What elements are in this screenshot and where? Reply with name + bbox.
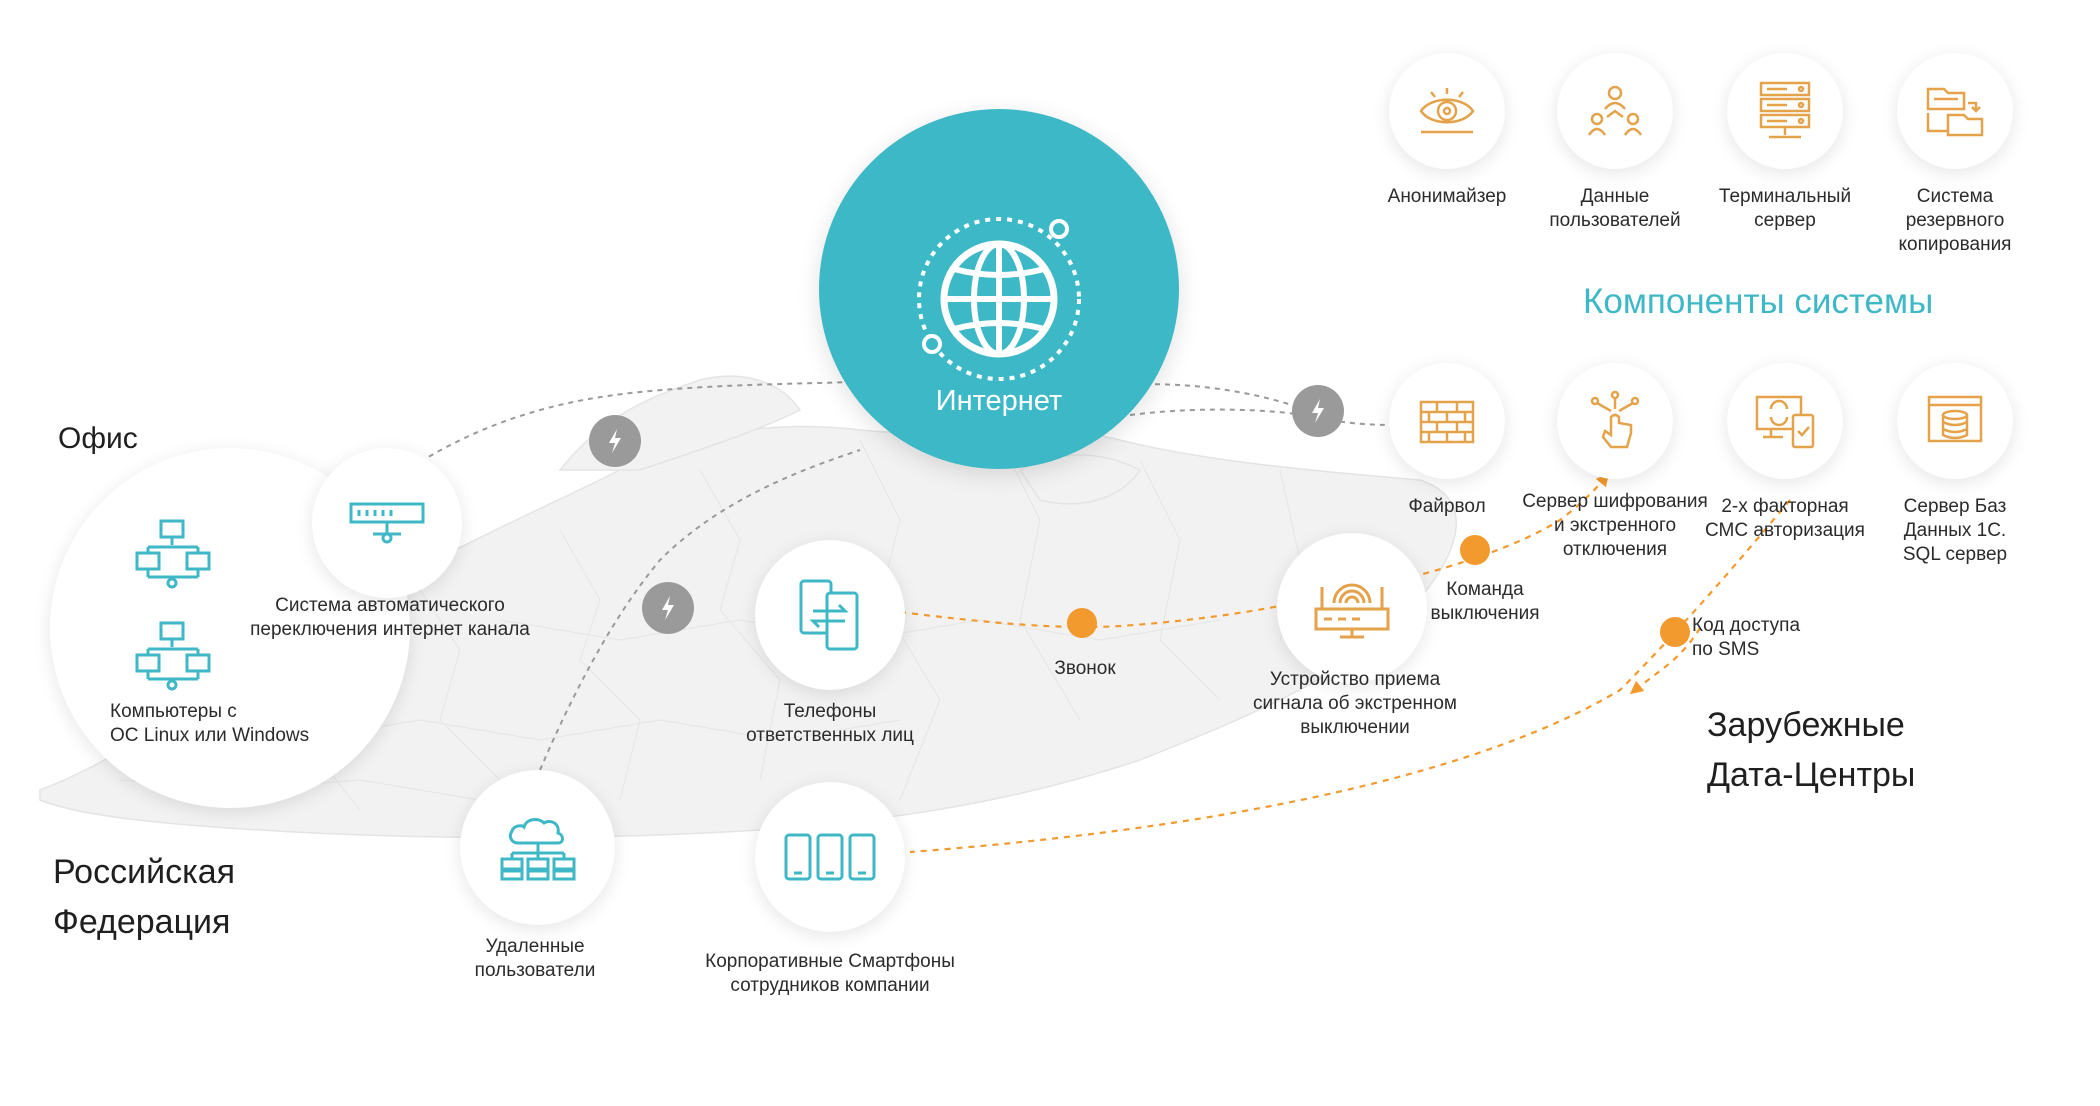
internet-label: Интернет	[935, 385, 1063, 417]
computers-label: Компьютеры с OC Linux или Windows	[110, 701, 310, 746]
russia-heading: Российская Федерация	[53, 853, 236, 941]
bolt-connector-left	[589, 415, 641, 467]
network-computers-icon	[135, 519, 211, 589]
backup-node[interactable]	[1897, 53, 2013, 169]
two-factor-icon	[1755, 395, 1815, 449]
abroad-heading: Зарубежные Дата-Центры	[1707, 706, 1916, 794]
receiver-label: Устройство приема сигнала об экстренном …	[1253, 669, 1457, 738]
encryption-server-node[interactable]	[1557, 363, 1673, 479]
router-icon	[349, 502, 425, 544]
component-label: Данные пользователей	[1549, 186, 1681, 231]
phone-sync-icon	[799, 579, 859, 651]
database-server-node[interactable]	[1897, 363, 2013, 479]
link-switcher-internet	[394, 381, 851, 479]
call-label: Звонок	[1054, 658, 1116, 679]
server-rack-icon	[1759, 81, 1811, 139]
internet-hub[interactable]: Интернет	[819, 109, 1179, 469]
smartphones-node[interactable]	[755, 782, 905, 932]
link-remote-internet	[539, 449, 861, 771]
lightning-icon	[662, 596, 674, 620]
flow-sms-smartphones	[909, 499, 1791, 854]
component-label: Файрвол	[1408, 496, 1486, 517]
component-label: Система резервного копирования	[1898, 186, 2012, 255]
two-factor-node[interactable]	[1727, 363, 1843, 479]
flow-phones-receiver	[899, 598, 1297, 629]
component-label: Сервер шифрования и экстренного отключен…	[1522, 491, 1708, 560]
component-label: 2-х факторная СМС авторизация	[1705, 496, 1865, 541]
phones-node[interactable]	[755, 540, 905, 690]
database-icon	[1927, 395, 1983, 443]
eye-icon	[1419, 88, 1475, 134]
lightning-icon	[1312, 399, 1324, 423]
shutdown-label: Команда выключения	[1430, 579, 1540, 624]
shutdown-dot	[1460, 535, 1490, 565]
components-title: Компоненты системы	[1583, 282, 1934, 321]
user-data-node[interactable]	[1557, 53, 1673, 169]
remote-users-node[interactable]	[460, 770, 615, 925]
cloud-network-icon	[500, 817, 575, 880]
anonymizer-node[interactable]	[1389, 53, 1505, 169]
receiver-node[interactable]	[1277, 533, 1427, 683]
lightning-icon	[609, 429, 621, 453]
touch-network-icon	[1590, 390, 1640, 449]
globe-icon	[917, 217, 1081, 381]
terminal-server-node[interactable]	[1727, 53, 1843, 169]
wifi-router-icon	[1314, 583, 1390, 639]
switcher-label: Система автоматического переключения инт…	[250, 595, 530, 640]
bolt-connector-right	[1292, 385, 1344, 437]
component-label: Сервер Баз Данных 1С. SQL сервер	[1902, 496, 2008, 565]
phones-label: Телефоны ответственных лиц	[746, 701, 914, 746]
component-label: Анонимайзер	[1387, 186, 1507, 207]
call-dot	[1067, 608, 1097, 638]
backup-folders-icon	[1926, 87, 1984, 137]
users-icon	[1587, 85, 1643, 136]
firewall-node[interactable]	[1389, 363, 1505, 479]
bolt-connector-remote	[642, 582, 694, 634]
sms-dot	[1660, 617, 1690, 647]
smartphones-icon	[784, 833, 876, 881]
sms-code-label: Код доступа по SMS	[1692, 615, 1801, 660]
remote-users-label: Удаленные пользователи	[474, 936, 596, 981]
switcher-node[interactable]	[312, 448, 462, 598]
component-label: Терминальный сервер	[1718, 186, 1852, 231]
network-computers-icon	[135, 621, 211, 691]
firewall-icon	[1419, 400, 1475, 444]
smartphones-label: Корпоративные Смартфоны сотрудников комп…	[705, 951, 955, 996]
office-heading: Офис	[58, 422, 138, 455]
